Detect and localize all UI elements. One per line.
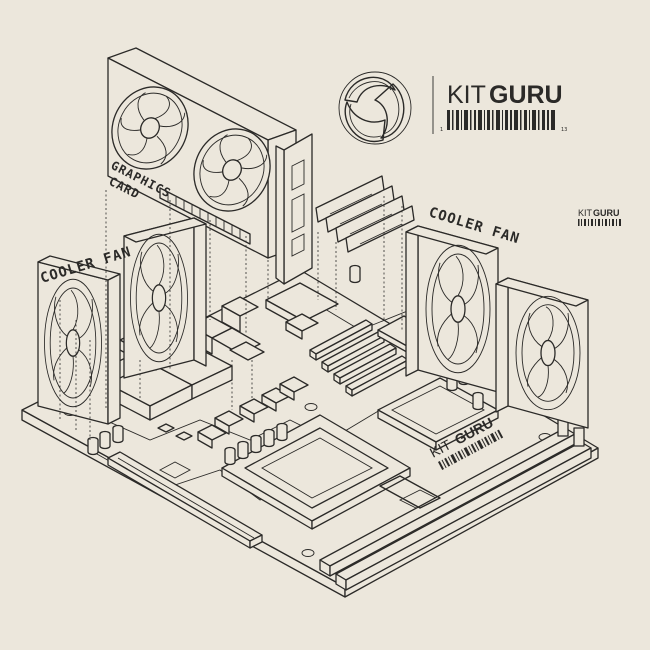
cooler-fan-right-back [405,225,499,393]
kitguru-brand-prefix: KIT [447,81,486,109]
chipset-heatsink [377,377,499,451]
dimm-slots [319,417,592,591]
graphics-card [107,47,313,285]
cooler-fan-right-front [495,277,589,429]
board-barcode [438,429,504,470]
gpu-fan-left-icon [111,86,189,170]
kitguru-small-suffix: GURU [593,208,620,218]
gpu-pcie-fingers [167,193,241,238]
gpu-fan-right-icon [193,128,271,212]
barcode-start-number: 1 [440,127,443,133]
kitguru-logo-mark-icon [338,71,412,145]
cooler-fan-left-front [37,255,121,425]
kitguru-small-prefix: KIT [578,208,593,218]
cooler-fan-left-back [123,217,207,379]
barcode-end-number: 13 [561,127,567,133]
leader-lines [59,190,403,440]
kitguru-small-barcode [578,219,621,226]
cpu-socket [221,414,441,530]
kitguru-brand-suffix: GURU [489,81,563,109]
kitguru-barcode [447,110,555,130]
board-chips [157,376,309,449]
ram-modules [315,175,415,253]
pcie-slot [107,451,263,549]
